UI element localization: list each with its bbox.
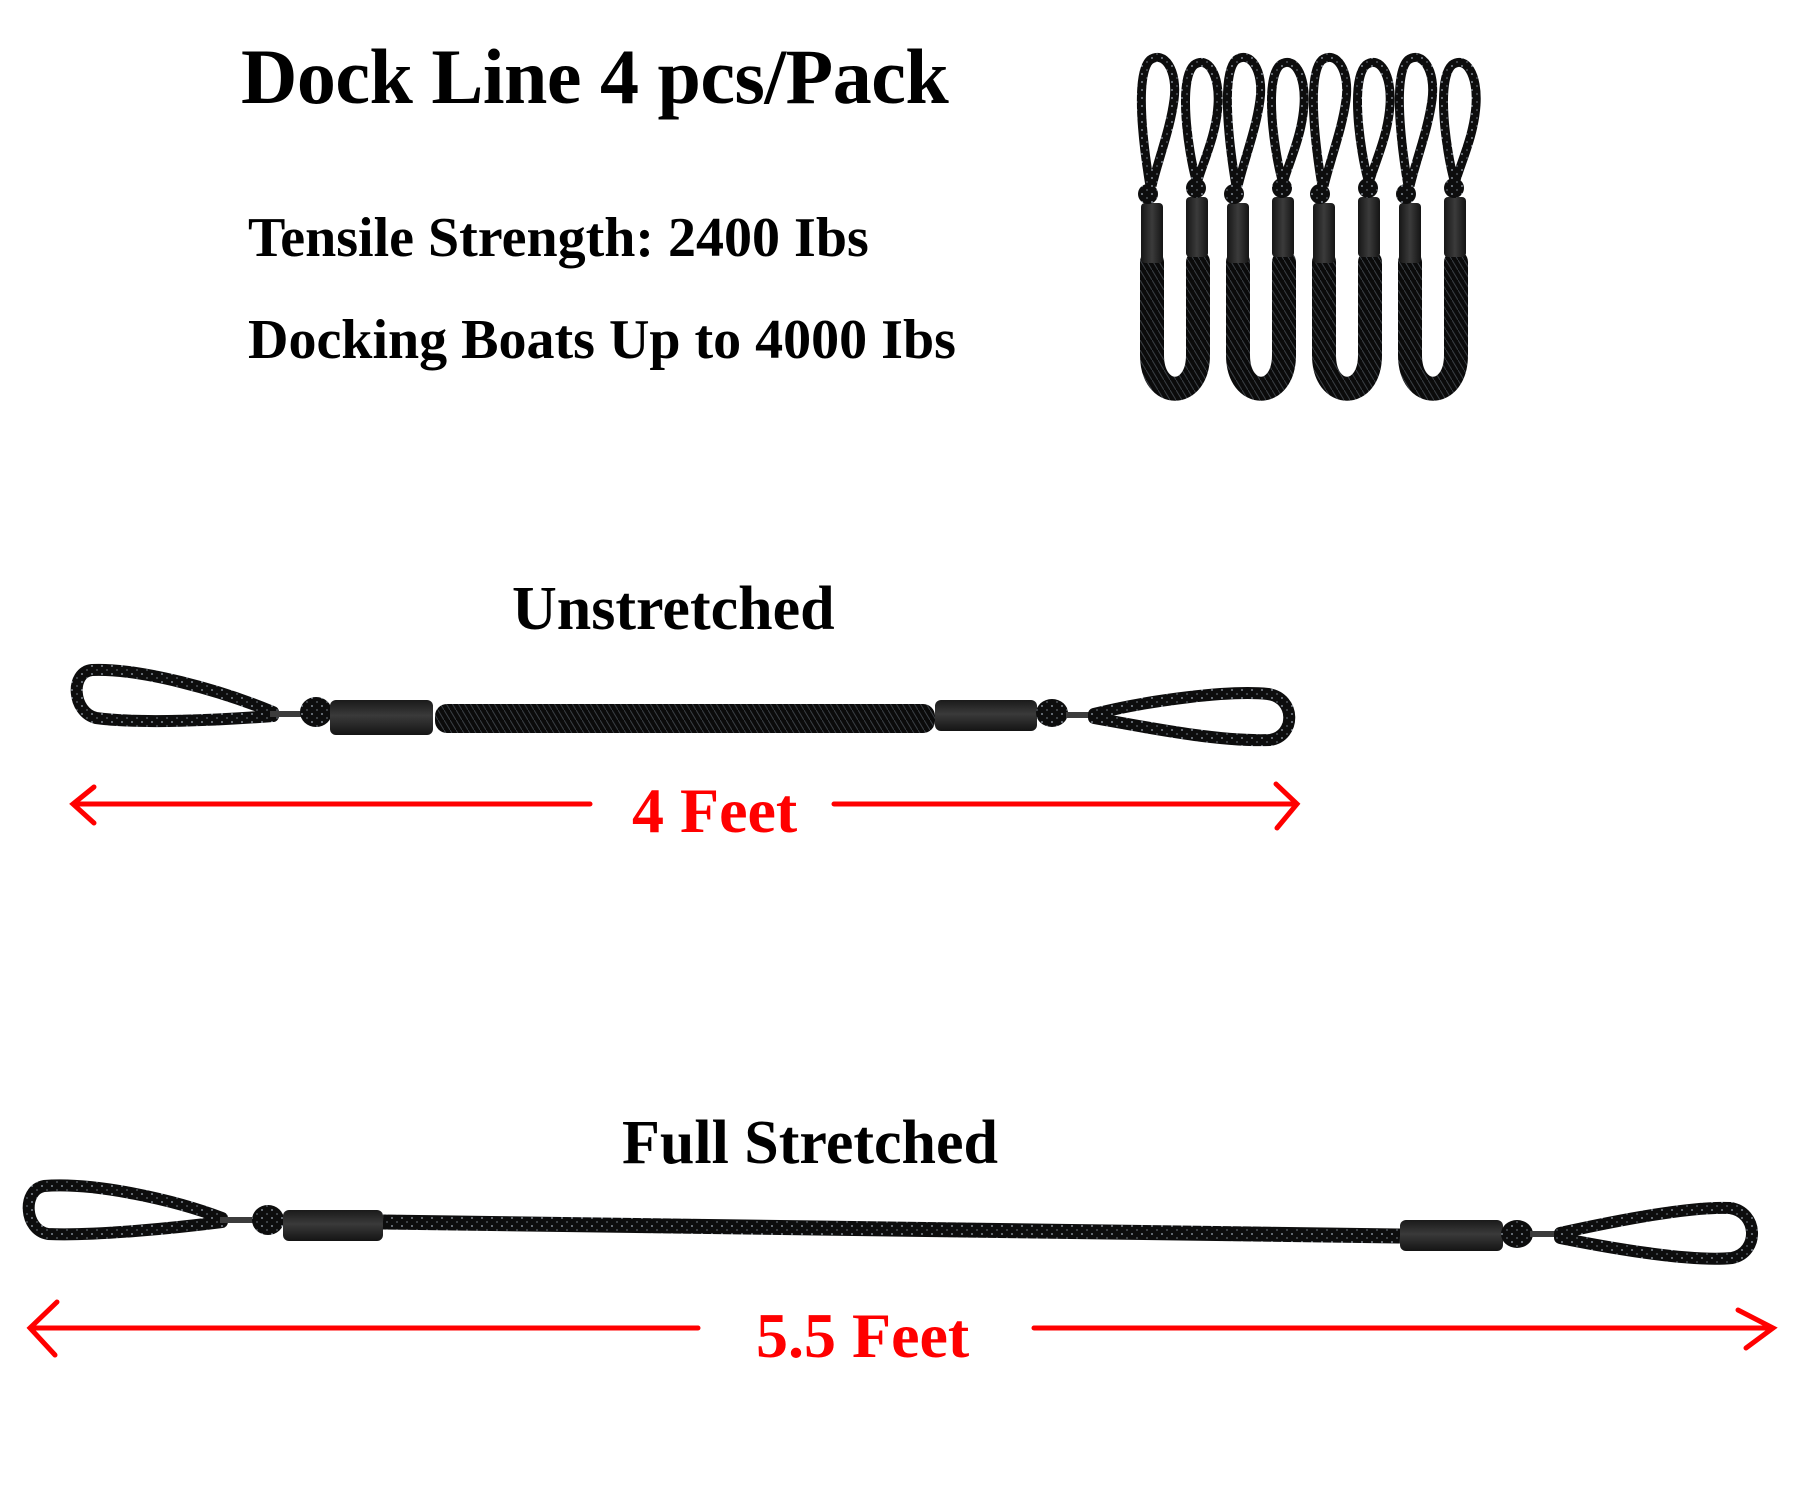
- rope-knot: [300, 697, 332, 727]
- packed-loop: [1222, 53, 1266, 188]
- packed-knot: [1444, 178, 1464, 198]
- packed-knot: [1358, 178, 1378, 198]
- stretched-label: Full Stretched: [622, 1109, 998, 1177]
- unstretched-length-label: 4 Feet: [632, 775, 798, 846]
- dock-line-pack-image: [1136, 53, 1481, 401]
- packed-bungee-body: [1398, 250, 1468, 401]
- rope-knot: [252, 1205, 284, 1235]
- stretched-dock-line: [22, 1179, 1758, 1265]
- rope-sleeve-right: [935, 700, 1037, 731]
- unstretched-dock-line: [70, 663, 1296, 747]
- arrow-head-right-icon: [1273, 781, 1301, 831]
- packed-loop: [1394, 53, 1438, 188]
- packed-loop: [1267, 58, 1309, 182]
- rope-sleeve-right: [1400, 1220, 1503, 1251]
- rope-knot: [1036, 699, 1068, 727]
- packed-knot: [1138, 184, 1158, 204]
- packed-knot: [1310, 184, 1330, 204]
- packed-loop: [1439, 58, 1481, 182]
- packed-sleeve: [1186, 197, 1208, 257]
- stretched-length-label: 5.5 Feet: [756, 1300, 970, 1371]
- packed-bungee-body: [1226, 250, 1296, 401]
- rope-loop-right: [1554, 1201, 1758, 1265]
- packed-sleeve: [1313, 203, 1335, 263]
- measure-arrow-stretched: [26, 1299, 1778, 1358]
- packed-dock-line: [1308, 53, 1395, 401]
- page-title: Dock Line 4 pcs/Pack: [241, 33, 949, 120]
- spec-tensile-strength: Tensile Strength: 2400 Ibs: [248, 207, 869, 269]
- packed-sleeve: [1227, 203, 1249, 263]
- unstretched-label: Unstretched: [512, 575, 835, 643]
- packed-sleeve: [1399, 203, 1421, 263]
- arrow-head-left-icon: [69, 784, 97, 826]
- rope-bungee-section: [435, 704, 935, 733]
- rope-knot: [1501, 1220, 1533, 1248]
- packed-loop: [1181, 58, 1223, 182]
- rope-loop-left: [70, 663, 279, 728]
- packed-dock-line: [1222, 53, 1309, 401]
- packed-sleeve: [1272, 197, 1294, 257]
- rope-sleeve-left: [283, 1210, 383, 1241]
- packed-sleeve: [1444, 197, 1466, 257]
- spec-docking-capacity: Docking Boats Up to 4000 Ibs: [248, 309, 956, 371]
- arrow-head-right-icon: [1735, 1307, 1778, 1351]
- packed-dock-line: [1394, 53, 1481, 401]
- arrow-head-left-icon: [26, 1299, 60, 1358]
- packed-knot: [1396, 184, 1416, 204]
- measure-arrow-unstretched: [69, 781, 1301, 831]
- packed-bungee-body: [1140, 250, 1210, 401]
- packed-loop: [1353, 58, 1395, 182]
- rope-stretched-section: [382, 1214, 1401, 1244]
- packed-sleeve: [1358, 197, 1380, 257]
- rope-sleeve-left: [330, 700, 433, 735]
- packed-knot: [1224, 184, 1244, 204]
- packed-bungee-body: [1312, 250, 1382, 401]
- packed-loop: [1308, 53, 1352, 188]
- packed-knot: [1186, 178, 1206, 198]
- packed-dock-line: [1136, 53, 1223, 401]
- rope-loop-left: [22, 1179, 228, 1241]
- packed-knot: [1272, 178, 1292, 198]
- packed-loop: [1136, 53, 1180, 188]
- packed-sleeve: [1141, 203, 1163, 263]
- rope-loop-right: [1088, 687, 1296, 747]
